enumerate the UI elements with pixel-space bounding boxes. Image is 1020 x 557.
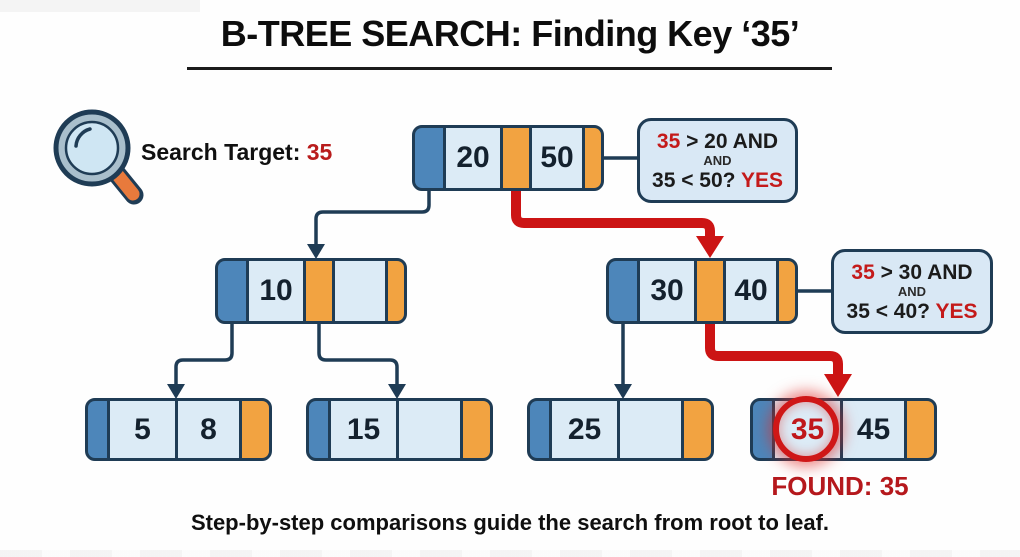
btree-node-internal-right: 30 40	[606, 258, 798, 324]
btree-leaf-3: 25	[527, 398, 714, 461]
child-pointer-slot	[388, 261, 404, 321]
comparison-and: AND	[897, 283, 927, 299]
red-arrowhead-right-child	[696, 236, 724, 258]
key-cell: 50	[532, 128, 582, 188]
title-underline	[187, 67, 832, 70]
key-value: 30	[650, 274, 684, 307]
btree-node-internal-left: 10	[215, 258, 407, 324]
child-pointer-slot	[309, 401, 328, 458]
child-pointer-slot	[503, 128, 529, 188]
child-pointer-slot	[907, 401, 934, 458]
child-pointer-slot	[684, 401, 711, 458]
comparison-text: > 20 AND	[680, 129, 779, 153]
child-pointer-slot	[609, 261, 637, 321]
key-cell: 20	[446, 128, 500, 188]
child-pointer-slot	[218, 261, 246, 321]
comparison-text: > 30 AND	[874, 260, 973, 284]
child-pointer-slot	[753, 401, 772, 458]
btree-leaf-2: 15	[306, 398, 493, 461]
key-cell	[335, 261, 385, 321]
callout-right-comparison: 35 > 30 AND AND 35 < 40? YES	[831, 249, 993, 334]
child-pointer-slot	[779, 261, 795, 321]
arrowhead-leaf1	[167, 384, 185, 399]
child-pointer-slot	[463, 401, 490, 458]
child-pointer-slot	[306, 261, 332, 321]
child-pointer-slot	[585, 128, 601, 188]
key-value: 15	[346, 412, 381, 446]
key-cell: 25	[552, 401, 617, 458]
comparison-text: 35 < 40?	[846, 299, 936, 323]
comparison-value: 35	[851, 260, 875, 284]
btree-leaf-1: 5 8	[85, 398, 272, 461]
search-target-value: 35	[306, 139, 333, 165]
child-pointer-slot	[530, 401, 549, 458]
comparison-yes: YES	[935, 299, 978, 323]
corner-artifact	[0, 0, 200, 12]
key-cell: 8	[178, 401, 239, 458]
magnifier-icon	[53, 109, 144, 205]
search-target-label: Search Target: 35	[141, 139, 332, 166]
arrowhead-leaf2	[388, 384, 406, 399]
child-pointer-slot	[242, 401, 269, 458]
found-label: FOUND: 35	[771, 471, 909, 501]
red-arrowhead-leaf4	[824, 374, 852, 397]
key-cell	[399, 401, 460, 458]
comparison-value: 35	[656, 129, 681, 153]
key-value: 10	[259, 274, 293, 307]
key-cell	[620, 401, 681, 458]
key-value: 45	[856, 412, 891, 446]
key-cell: 40	[726, 261, 776, 321]
key-value: 20	[456, 141, 490, 174]
child-pointer-slot	[88, 401, 107, 458]
key-value: 5	[134, 412, 151, 446]
key-cell: 45	[843, 401, 904, 458]
arrowhead-leaf3	[614, 384, 632, 399]
found-highlight-circle	[773, 396, 839, 462]
key-value: 40	[734, 274, 768, 307]
child-pointer-slot	[697, 261, 723, 321]
key-cell: 10	[249, 261, 303, 321]
key-value: 50	[540, 141, 574, 174]
comparison-and: AND	[703, 152, 732, 168]
search-target-text: Search Target:	[141, 139, 301, 165]
page-title: B-TREE SEARCH: Finding Key ‘35’	[220, 13, 800, 54]
key-value: 25	[567, 412, 602, 446]
btree-node-root: 20 50	[412, 125, 604, 191]
caption-text: Step-by-step comparisons guide the searc…	[190, 510, 830, 535]
callout-root-comparison: 35 > 20 AND AND 35 < 50? YES	[637, 118, 798, 203]
key-cell: 30	[640, 261, 694, 321]
bottom-artifact-strip	[0, 550, 1020, 557]
edge-root-to-left-child	[314, 176, 431, 246]
key-cell: 5	[110, 401, 175, 458]
key-cell: 15	[331, 401, 396, 458]
key-value: 8	[200, 412, 217, 446]
arrowhead-left-child	[307, 244, 325, 259]
child-pointer-slot	[415, 128, 443, 188]
comparison-text: 35 < 50?	[652, 168, 741, 192]
comparison-yes: YES	[740, 168, 783, 192]
